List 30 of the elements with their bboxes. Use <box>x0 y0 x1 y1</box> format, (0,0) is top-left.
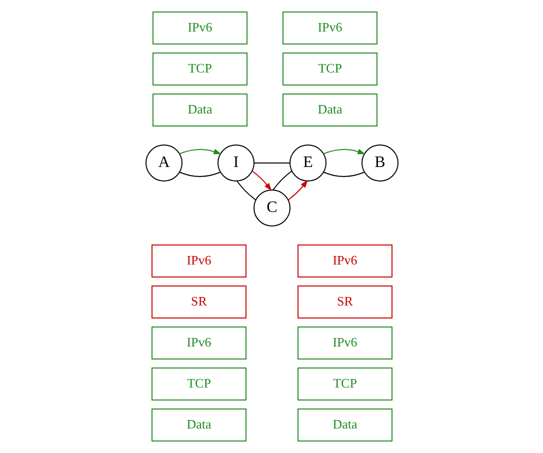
arrow <box>322 148 366 154</box>
connector <box>322 172 364 177</box>
arrow <box>251 170 272 191</box>
node-box: IPv6 <box>151 244 246 278</box>
node-circle: C <box>253 190 290 226</box>
node-box: Data <box>282 94 377 126</box>
node-circle: E <box>289 144 326 182</box>
node-box: SR <box>297 286 392 318</box>
connector <box>253 162 290 164</box>
node-box: IPv6 <box>152 12 247 44</box>
node-circle: I <box>217 144 254 182</box>
node-box: IPv6 <box>297 244 392 278</box>
node-box: Data <box>151 408 246 442</box>
node-box: TCP <box>297 368 392 400</box>
arrow <box>178 148 222 154</box>
arrow <box>287 180 308 200</box>
node-box: TCP <box>151 368 246 400</box>
connector <box>178 172 220 177</box>
node-box: SR <box>151 286 246 318</box>
connector <box>272 170 292 190</box>
node-box: TCP <box>282 52 377 86</box>
node-circle: A <box>145 144 182 182</box>
node-box: IPv6 <box>282 12 377 44</box>
node-box: Data <box>297 408 392 442</box>
node-box: IPv6 <box>297 326 392 360</box>
connector <box>236 180 256 200</box>
node-circle: B <box>361 144 398 182</box>
node-box: Data <box>152 94 247 126</box>
node-box: IPv6 <box>151 326 246 360</box>
node-box: TCP <box>152 52 247 86</box>
